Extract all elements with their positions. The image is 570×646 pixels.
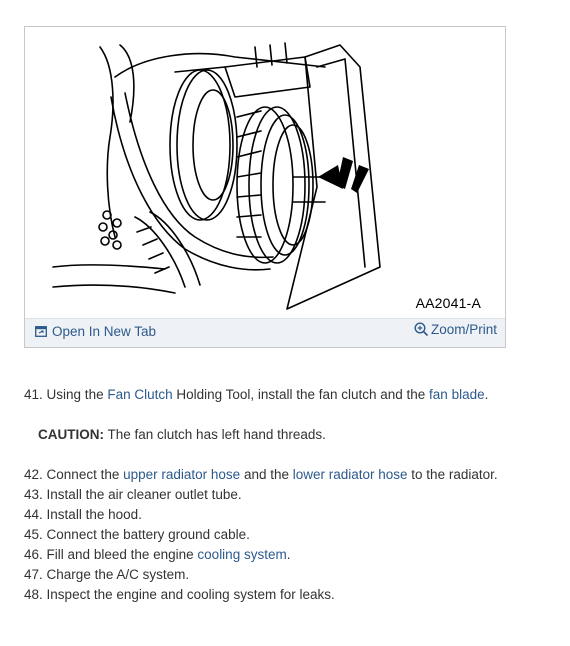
lower-radiator-hose-link[interactable]: lower radiator hose [292, 467, 408, 482]
cooling-system-link[interactable]: cooling system [197, 547, 287, 562]
step-number: 46. [24, 547, 43, 562]
fan-blade-link[interactable]: fan blade [429, 387, 485, 402]
step-number: 48. [24, 587, 43, 602]
step-text: Connect the battery ground cable. [46, 527, 250, 542]
zoom-in-icon [414, 322, 429, 337]
step-42: 42. Connect the upper radiator hose and … [24, 465, 554, 485]
fan-clutch-link[interactable]: Fan Clutch [107, 387, 173, 402]
step-text: Install the hood. [46, 507, 142, 522]
step-text: to the radiator. [407, 467, 498, 482]
step-number: 43. [24, 487, 43, 502]
step-number: 42. [24, 467, 43, 482]
step-text: Charge the A/C system. [46, 567, 190, 582]
step-45: 45. Connect the battery ground cable. [24, 525, 554, 545]
step-44: 44. Install the hood. [24, 505, 554, 525]
step-text: Holding Tool, install the fan clutch and… [172, 387, 430, 402]
step-text: Fill and bleed the engine [46, 547, 198, 562]
step-number: 44. [24, 507, 43, 522]
zoom-print-label: Zoom/Print [430, 322, 497, 337]
caution-text: The fan clutch has left hand threads. [104, 427, 326, 442]
step-text: . [484, 387, 489, 402]
step-47: 47. Charge the A/C system. [24, 565, 554, 585]
fan-clutch-illustration [52, 42, 381, 310]
open-in-new-tab-link[interactable]: Open In New Tab [35, 324, 156, 339]
step-text: Install the air cleaner outlet tube. [46, 487, 242, 502]
step-text: Connect the [46, 467, 124, 482]
zoom-print-link[interactable]: Zoom/Print [414, 322, 497, 337]
upper-radiator-hose-link[interactable]: upper radiator hose [123, 467, 241, 482]
procedure-steps: 41. Using the Fan Clutch Holding Tool, i… [24, 385, 554, 605]
step-number: 47. [24, 567, 43, 582]
open-tab-icon [35, 326, 47, 337]
figure-container: AA2041-A Open In New Tab Zoom/Print [24, 26, 506, 348]
step-48: 48. Inspect the engine and cooling syste… [24, 585, 554, 605]
figure-code: AA2041-A [415, 295, 481, 311]
caution-note: CAUTION: The fan clutch has left hand th… [24, 425, 554, 445]
figure-toolbar: Open In New Tab Zoom/Print [25, 318, 505, 347]
step-46: 46. Fill and bleed the engine cooling sy… [24, 545, 554, 565]
step-text: . [286, 547, 291, 562]
open-tab-label: Open In New Tab [52, 324, 157, 339]
step-text: Inspect the engine and cooling system fo… [46, 587, 335, 602]
step-43: 43. Install the air cleaner outlet tube. [24, 485, 554, 505]
step-text: Using the [46, 387, 108, 402]
step-text: and the [240, 467, 293, 482]
step-number: 45. [24, 527, 43, 542]
caution-label: CAUTION: [38, 427, 104, 442]
step-41: 41. Using the Fan Clutch Holding Tool, i… [24, 385, 554, 405]
step-number: 41. [24, 387, 43, 402]
